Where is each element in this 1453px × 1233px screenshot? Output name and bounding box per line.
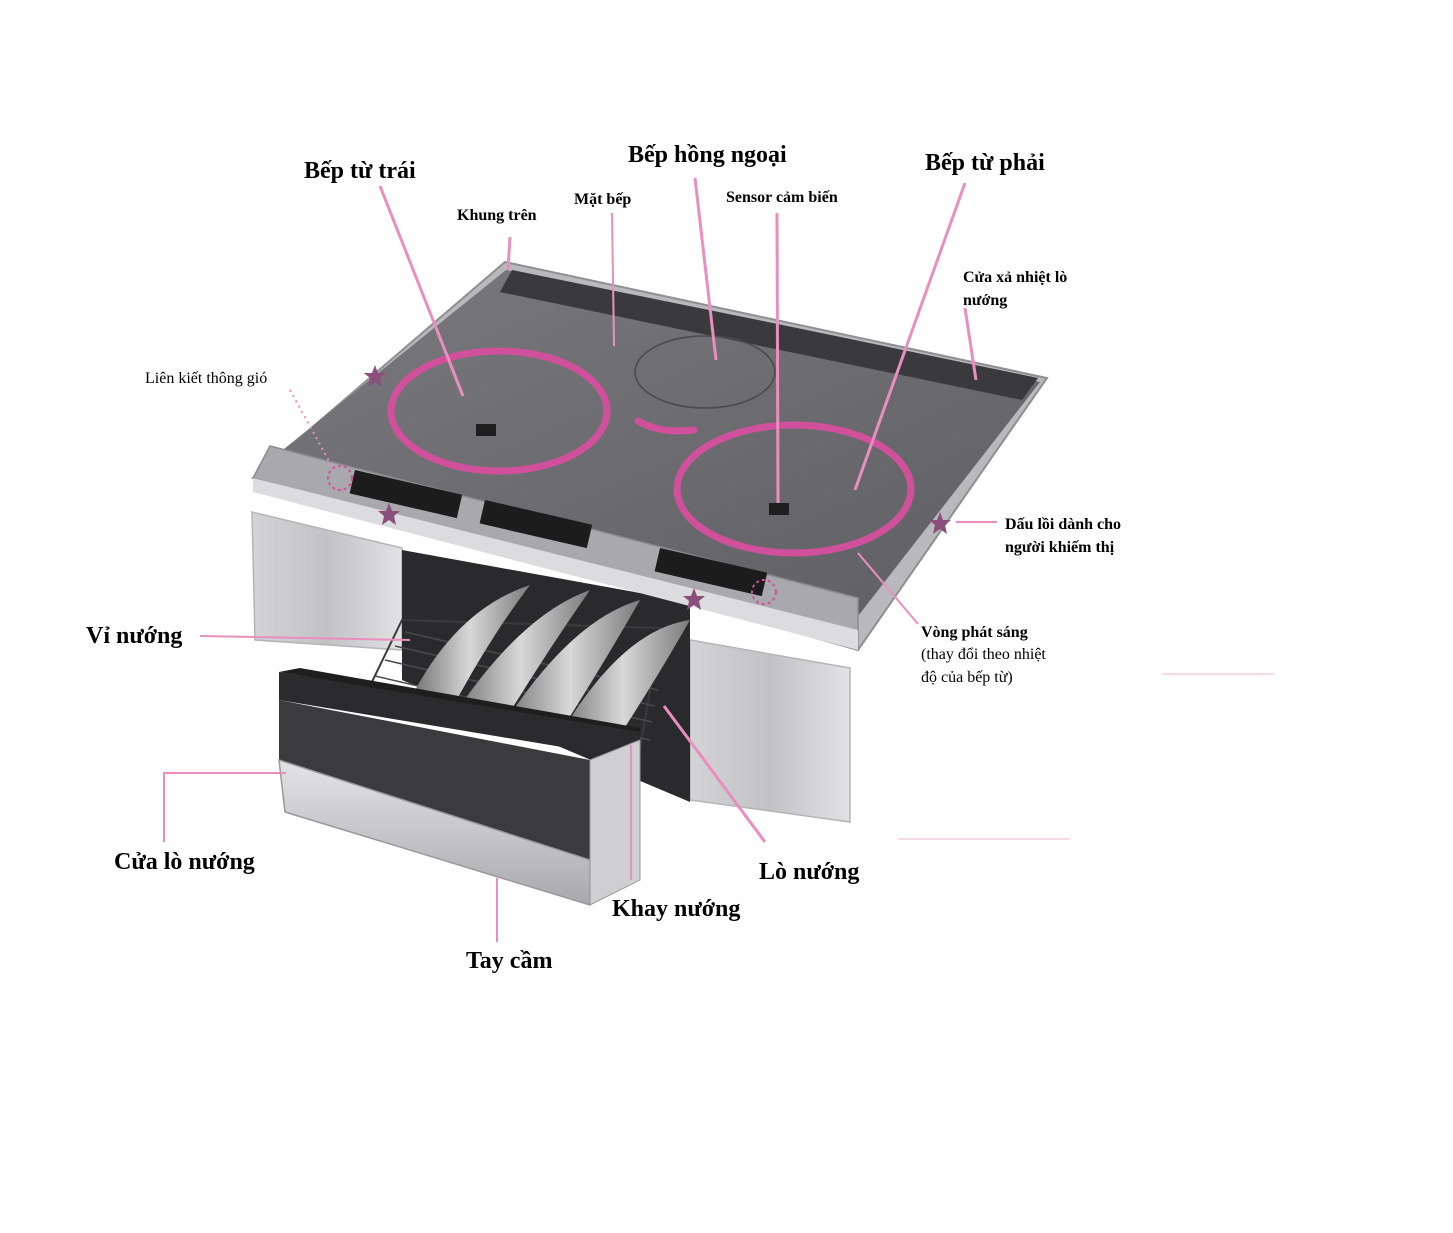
label-top-frame: Khung trên [457,207,537,224]
leader-sensor [775,212,780,504]
leader-oven-vent [963,307,978,381]
oven-drawer [278,668,641,907]
label-oven: Lò nướng [759,859,859,885]
leader-oven [662,705,767,843]
label-oven-vent-1: Cửa xả nhiệt lò [963,269,1067,286]
left-sensor-mark [476,424,496,436]
vent-strip-left [500,270,768,345]
leader-top-frame [506,236,512,271]
leader-left-induction [378,185,465,397]
infrared-burner [634,335,776,409]
fish [452,590,590,728]
label-tactile-1: Dấu lồi dành cho [1005,516,1121,533]
label-left-induction: Bếp từ trái [304,158,416,184]
control-display-center [479,499,593,549]
left-induction-ring [387,347,611,475]
label-sensor: Sensor cảm biến [726,189,838,206]
right-induction-ring [673,421,915,557]
label-oven-door: Cửa lò nướng [114,849,255,875]
labels: Bếp từ trái Bếp hồng ngoại Bếp từ phải K… [86,142,1121,974]
leader-right-induction [853,182,967,491]
vent-link-circle [327,465,353,491]
label-glow-ring-3: độ của bếp từ) [921,669,1013,686]
label-grill-rack: Vỉ nướng [86,623,182,649]
appliance-illustration [250,260,1049,907]
fish [500,600,640,740]
leader-grill-rack [199,635,411,641]
leader-infrared [693,177,718,361]
infrared-glow-arc [634,417,698,435]
tactile-star-icon [929,512,951,534]
tactile-star-icon [378,503,400,525]
label-cooktop-surface: Mặt bếp [574,191,631,208]
label-tactile-2: người khiếm thị [1005,539,1115,556]
control-display-right [654,548,768,597]
leader-lines [163,177,1274,942]
fish [556,620,690,750]
label-vent-link: Liên kiết thông gió [145,370,267,387]
vent-strip-right [756,322,1038,400]
label-handle: Tay cầm [466,948,552,974]
label-right-induction: Bếp từ phải [925,150,1045,176]
right-sensor-mark [769,503,789,515]
grill-rack-assembly [366,585,690,752]
tactile-star-icon [364,365,386,387]
label-glow-ring-title: Vòng phát sáng [921,624,1028,641]
leader-glow-ring [857,552,919,625]
fish [410,585,530,716]
leader-cooktop-surface [611,212,615,347]
label-glow-ring-2: (thay đổi theo nhiệt [921,646,1046,663]
control-display-left [349,469,463,519]
label-infrared: Bếp hồng ngoại [628,142,787,168]
label-grill-tray: Khay nướng [612,896,740,922]
cooktop-top [250,260,1049,652]
tactile-star-icon [683,588,705,610]
oven-window [279,700,590,860]
label-oven-vent-2: nướng [963,292,1007,309]
button-highlight-circle [751,579,777,605]
leader-oven-door [163,772,286,842]
